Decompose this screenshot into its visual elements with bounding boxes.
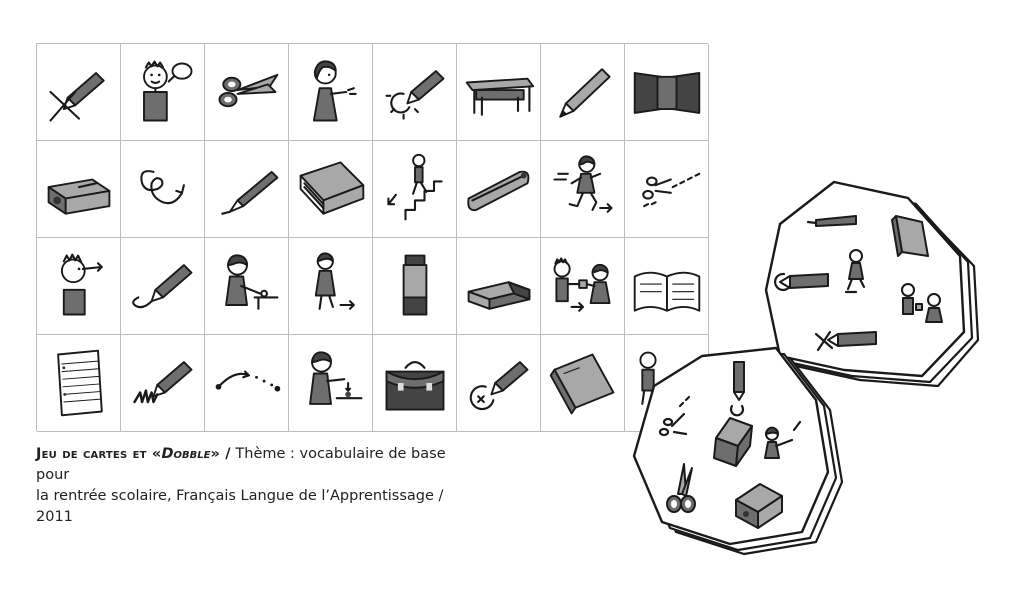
caption-separator: » / (210, 446, 231, 462)
lined-paper-sheet-icon (56, 349, 103, 417)
grid-cell (205, 335, 289, 432)
grid-cell (625, 238, 709, 335)
book-icon (299, 161, 364, 215)
running-girl-icon (552, 155, 613, 213)
caption-line-1: Jeu de cartes et «Dobble» / Thème : voca… (36, 444, 476, 486)
scribble-arrow-icon (139, 170, 185, 205)
open-notebook-icon (633, 271, 700, 312)
grid-cell (625, 141, 709, 238)
card-symbol-cut-dotted-line (658, 395, 691, 437)
grid-cell (373, 141, 457, 238)
scissors-icon (218, 73, 278, 108)
pencil-icon (558, 68, 611, 118)
card-symbol-fountain-pen (806, 215, 857, 227)
caption-title: Jeu de cartes et « (36, 446, 162, 462)
caption-game-name: Dobble (161, 446, 211, 462)
grid-cell (121, 141, 205, 238)
caption: Jeu de cartes et «Dobble» / Thème : voca… (36, 444, 476, 528)
caption-line-2: la rentrée scolaire, Français Langue de … (36, 488, 444, 525)
grid-cell (373, 238, 457, 335)
glue-stick-icon (402, 254, 427, 316)
girl-dropping-object-icon (308, 351, 362, 405)
marker-circle-icon (384, 70, 444, 120)
pencil-case-icon (466, 170, 529, 212)
grid-cell (289, 141, 373, 238)
open-folder-icon (633, 72, 700, 114)
eraser-icon (467, 281, 530, 310)
card-symbol-running-girl (844, 249, 866, 294)
marker-scribble-icon (132, 361, 192, 404)
fountain-pen-icon (220, 170, 278, 215)
grid-cell (541, 141, 625, 238)
grid-cell (289, 335, 373, 432)
grid-cell (205, 141, 289, 238)
grid-cell (541, 335, 625, 432)
grid-cell (121, 44, 205, 141)
grid-cell (205, 44, 289, 141)
dobble-cards (620, 170, 1024, 611)
cards-illustration (632, 180, 980, 556)
caption-theme: Thème : vocabulaire de base pour (36, 446, 446, 483)
grid-cell (457, 238, 541, 335)
stairs-going-down-icon (386, 153, 443, 221)
symbol-grid (36, 43, 709, 432)
marker-drawing-line-icon (131, 264, 192, 309)
grid-cell (457, 335, 541, 432)
card-left (632, 346, 844, 556)
grid-cell (541, 44, 625, 141)
binder-icon (549, 353, 614, 415)
grid-cell (37, 238, 121, 335)
card-symbol-pencil-sharpener (735, 483, 783, 529)
card-symbol-scissors (666, 463, 696, 513)
pointing-girl-icon (312, 60, 357, 122)
grid-cell (37, 335, 121, 432)
girl-at-table-icon (224, 254, 278, 310)
card-symbol-pointing-girl (764, 420, 802, 459)
school-desk-icon (465, 77, 534, 116)
grid-cell (205, 238, 289, 335)
card-symbol-crossed-marker (814, 330, 877, 352)
grid-cell (373, 44, 457, 141)
boy-looking-icon (60, 253, 103, 316)
cut-dotted-line-icon (641, 172, 700, 208)
card-symbol-marker-circle (729, 361, 745, 417)
grid-cell (289, 44, 373, 141)
card-symbol-marker-circle (774, 272, 829, 292)
grid-cell (625, 44, 709, 141)
school-bag-icon (385, 361, 444, 411)
grid-cell (37, 141, 121, 238)
grid-cell (121, 335, 205, 432)
girl-walking-icon (314, 252, 355, 310)
grid-cell (457, 44, 541, 141)
card-symbol-children-gift (901, 283, 943, 323)
card-symbol-binder (891, 215, 929, 257)
talking-boy-icon (142, 60, 192, 122)
card-right (764, 180, 980, 388)
crossed-out-marker-icon (48, 72, 105, 122)
grid-cell (37, 44, 121, 141)
grid-cell (289, 238, 373, 335)
dotted-arrow-icon (215, 370, 280, 392)
grid-cell (373, 335, 457, 432)
card-symbol-eraser (713, 417, 753, 467)
children-giving-gift-icon (553, 257, 611, 312)
pencil-sharpener-icon (47, 178, 110, 215)
grid-cell (457, 141, 541, 238)
grid-cell (121, 238, 205, 335)
grid-cell (541, 238, 625, 335)
marker-cross-circle-icon (469, 361, 528, 411)
